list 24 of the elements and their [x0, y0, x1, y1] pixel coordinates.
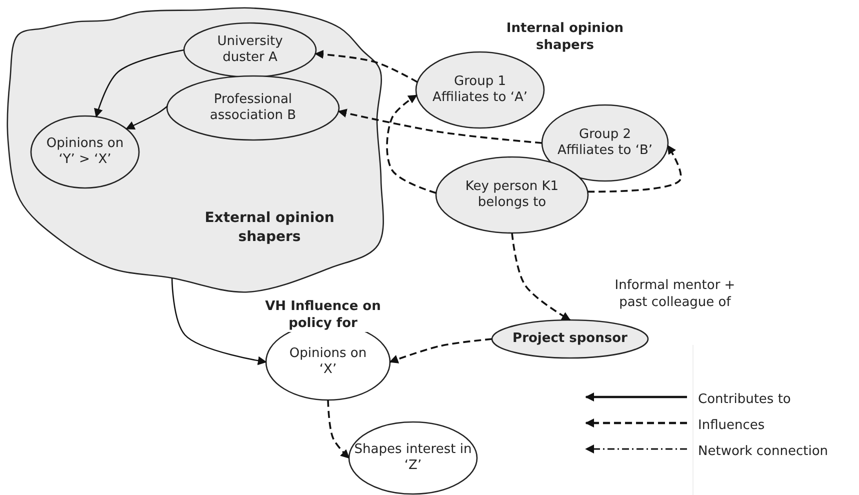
arrow	[511, 232, 571, 321]
region-title: Internal opinion shapers	[505, 20, 625, 54]
node-label: Group 1 Affiliates to ‘A’	[432, 74, 528, 106]
arrow	[126, 106, 168, 130]
arrow	[588, 144, 682, 193]
node-label: Shapes interest in ‘Z’	[353, 442, 473, 474]
node-label: External opinion shapers	[204, 209, 336, 247]
arrow	[171, 278, 267, 366]
arrow	[314, 50, 418, 83]
node-label: Key person K1 belongs to	[464, 179, 560, 211]
arrow	[386, 94, 436, 194]
arrow	[94, 49, 184, 118]
arrow	[338, 108, 542, 144]
legend-label: Network connection	[698, 443, 828, 460]
node-label: Project sponsor	[512, 331, 628, 347]
arrow	[389, 338, 492, 364]
node-label: University duster A	[216, 34, 284, 66]
node-label: Professional association B	[208, 92, 298, 124]
legend-label: Contributes to	[698, 391, 791, 408]
node-label: Opinions on ‘X’	[288, 346, 368, 378]
arrow	[327, 400, 350, 459]
legend-label: Influences	[698, 417, 765, 434]
node-label: Group 2 Affiliates to ‘B’	[556, 127, 654, 159]
node-label: Opinions on ‘Y’ > ‘X’	[45, 136, 125, 168]
